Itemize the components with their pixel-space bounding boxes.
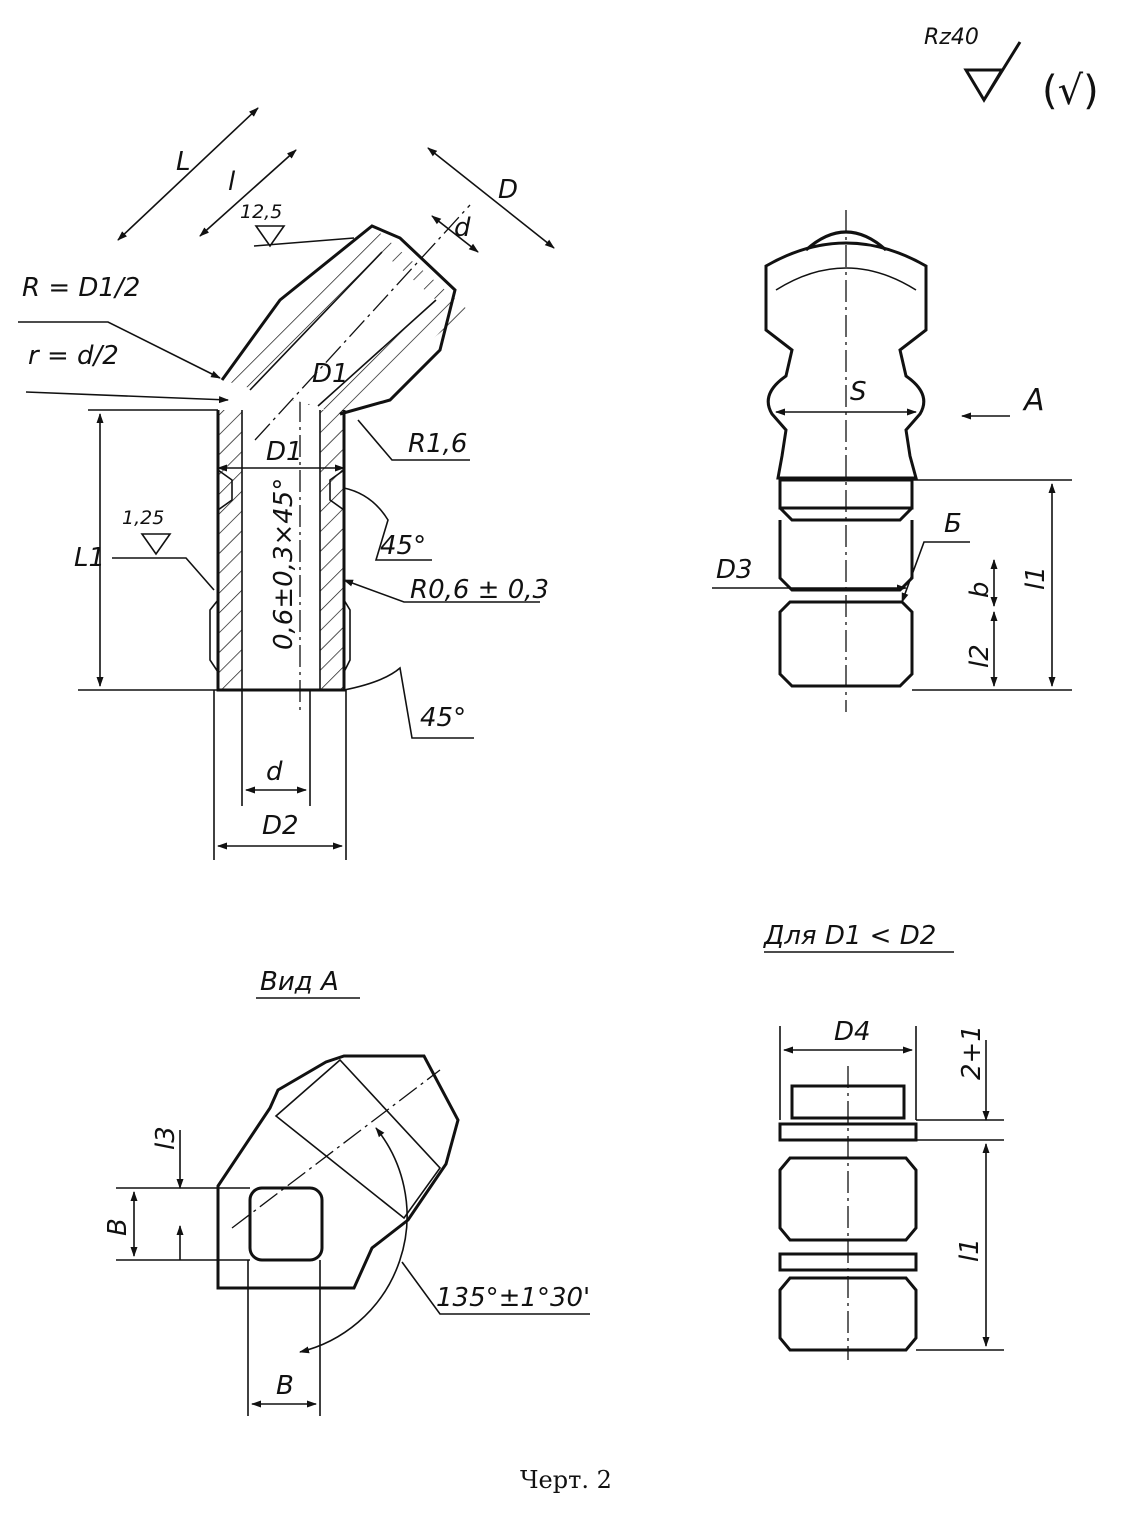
view-arrow-A: A [1022,383,1045,418]
view-elbow-section: L l D d D1 12,5 R = D1/2 r = d/2 D1 R1,6… [18,107,555,860]
dim-S: S [850,377,867,407]
view-A-title: Вид A [260,967,339,997]
dim-D4: D4 [834,1017,871,1047]
dim-B-horizontal: B [276,1371,294,1401]
dim-l1-lower: l1 [955,1238,985,1262]
section-mark-B: Б [944,509,962,539]
dim-l: l [228,167,236,197]
dim-2-plus-1: 2+1 [957,1025,987,1080]
dim-b: b [965,581,995,598]
dim-D2: D2 [262,811,299,841]
dim-D1-angled: D1 [312,359,349,389]
dim-L1: L1 [74,543,105,573]
view-d1-lt-d2-title: Для D1 < D2 [763,921,936,951]
dim-l3: l3 [151,1126,181,1150]
groove-radius: R0,6 ± 0,3 [410,575,549,605]
view-side: S A Б D3 l1 b l2 [712,210,1072,712]
angle-upper: 45° [380,531,426,561]
dim-d: d [266,757,283,787]
dim-D3: D3 [716,555,753,585]
dim-d-upper: d [454,213,471,243]
roughness-icon [112,533,215,591]
fillet-radius: R1,6 [408,429,467,459]
figure-caption: Черт. 2 [520,1466,612,1494]
roughness-value: Rz40 [924,25,979,50]
angle-lower: 45° [420,703,466,733]
view-A-angle: 135°±1°30' [436,1283,590,1313]
dim-D1: D1 [266,437,303,467]
radius-inner: r = d/2 [28,341,119,371]
dim-l2: l2 [965,644,995,668]
dim-D: D [498,175,518,205]
roughness-bracket: (√) [1042,68,1099,114]
chamfer-note: 0,6±0,3×45° [269,478,299,650]
dim-l1: l1 [1021,566,1051,590]
dim-B-vertical: B [103,1218,133,1236]
radius-outer: R = D1/2 [22,273,140,303]
roughness-mark-b: 1,25 [122,507,164,529]
roughness-mark-a: 12,5 [240,201,282,223]
roughness-icon [963,41,1022,103]
view-A: Вид A l3 B B 135°±1°30' [103,967,590,1416]
roughness-general: Rz40 (√) [924,25,1099,114]
view-d1-lt-d2: Для D1 < D2 D4 2+1 l1 [763,921,1004,1360]
dim-L: L [176,147,191,177]
roughness-icon [253,225,355,248]
